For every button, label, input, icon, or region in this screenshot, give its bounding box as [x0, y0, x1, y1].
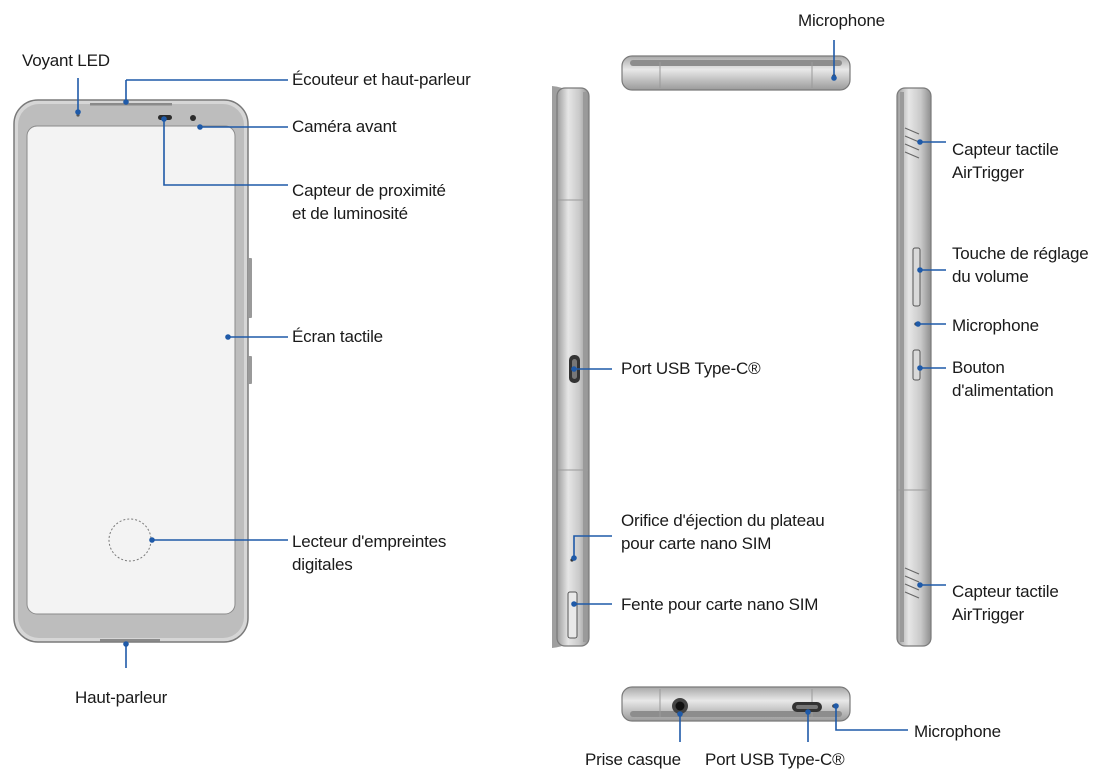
label-sim-slot: Fente pour carte nano SIM	[621, 595, 819, 614]
label-airtrigger-top: Capteur tactile AirTrigger	[952, 140, 1059, 182]
label-headphone-jack: Prise casque	[585, 750, 681, 769]
label-led-indicator: Voyant LED	[22, 51, 110, 70]
label-power-button: Bouton d'alimentation	[952, 358, 1054, 400]
label-usb-port-bottom: Port USB Type-C®	[705, 750, 845, 769]
label-side-microphone: Microphone	[952, 316, 1039, 335]
label-usb-port-side: Port USB Type-C®	[621, 359, 761, 378]
label-touchscreen: Écran tactile	[292, 327, 383, 346]
label-volume-key: Touche de réglage du volume	[952, 244, 1089, 286]
label-front-camera: Caméra avant	[292, 117, 397, 136]
label-top-microphone: Microphone	[798, 11, 885, 30]
leader-lines	[77, 40, 946, 742]
right-side-phone	[896, 87, 932, 647]
top-view-phone	[621, 55, 851, 91]
label-earpiece-speaker: Écouteur et haut-parleur	[292, 70, 471, 89]
front-view-phone	[13, 99, 252, 643]
leader-endpoints	[75, 75, 923, 717]
bottom-view-phone	[621, 686, 851, 722]
label-bottom-microphone: Microphone	[914, 722, 1001, 741]
left-side-phone	[552, 86, 590, 648]
label-proximity-sensor: Capteur de proximité et de luminosité	[292, 181, 446, 223]
label-speaker: Haut-parleur	[75, 688, 168, 707]
label-airtrigger-bottom: Capteur tactile AirTrigger	[952, 582, 1059, 624]
label-sim-ejection-hole: Orifice d'éjection du plateau pour carte…	[621, 511, 825, 553]
label-fingerprint-reader: Lecteur d'empreintes digitales	[292, 532, 447, 574]
